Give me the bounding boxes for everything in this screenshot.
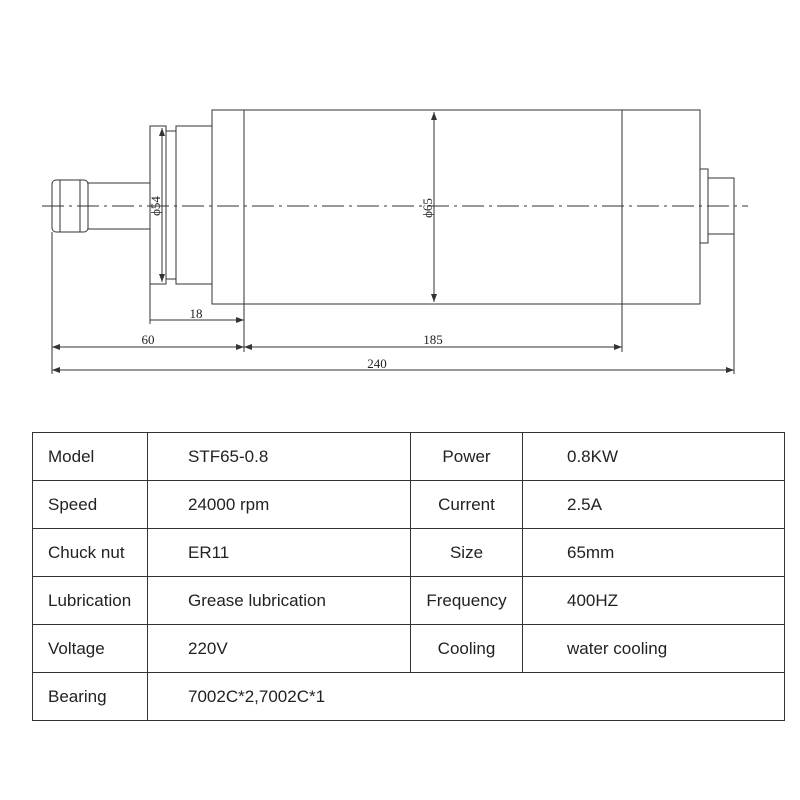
dim-length-185: 185: [423, 332, 443, 347]
spec-value: ER11: [147, 528, 411, 577]
spec-label: Size: [410, 528, 523, 577]
spindle-body: [211, 109, 701, 305]
spec-label: Current: [410, 480, 523, 529]
spec-value: 2.5A: [522, 480, 785, 529]
spec-value: 65mm: [522, 528, 785, 577]
dim-length-240: 240: [367, 356, 387, 371]
front-bearing-cap: [165, 130, 177, 280]
front-collar: [175, 125, 213, 285]
spec-value: Grease lubrication: [147, 576, 411, 625]
spec-label: Voltage: [32, 624, 148, 673]
dim-length-18: 18: [190, 306, 203, 321]
table-row: Chuck nut ER11 Size 65mm: [32, 528, 785, 577]
spec-label: Speed: [32, 480, 148, 529]
spec-value: 220V: [147, 624, 411, 673]
spec-table: Model STF65-0.8 Power 0.8KW Speed 24000 …: [32, 432, 785, 721]
spec-label: Frequency: [410, 576, 523, 625]
spec-label: Lubrication: [32, 576, 148, 625]
spec-label: Bearing: [32, 672, 148, 721]
spec-value: 7002C*2,7002C*1: [147, 672, 785, 721]
table-row: Lubrication Grease lubrication Frequency…: [32, 576, 785, 625]
spec-value: water cooling: [522, 624, 785, 673]
spec-value: 400HZ: [522, 576, 785, 625]
spec-label: Model: [32, 432, 148, 481]
table-row: Speed 24000 rpm Current 2.5A: [32, 480, 785, 529]
spec-value: STF65-0.8: [147, 432, 411, 481]
spec-label: Power: [410, 432, 523, 481]
spec-value: 24000 rpm: [147, 480, 411, 529]
dim-chuck-diameter: ϕ54: [148, 196, 163, 216]
table-row: Model STF65-0.8 Power 0.8KW: [32, 432, 785, 481]
table-row: Bearing 7002C*2,7002C*1: [32, 672, 785, 721]
dim-length-60: 60: [142, 332, 155, 347]
spec-value: 0.8KW: [522, 432, 785, 481]
dim-body-diameter: ϕ65: [420, 198, 435, 218]
spec-label: Cooling: [410, 624, 523, 673]
table-row: Voltage 220V Cooling water cooling: [32, 624, 785, 673]
spec-label: Chuck nut: [32, 528, 148, 577]
spindle-dimension-drawing: ϕ54 ϕ65 18 60 185 240: [42, 109, 748, 374]
